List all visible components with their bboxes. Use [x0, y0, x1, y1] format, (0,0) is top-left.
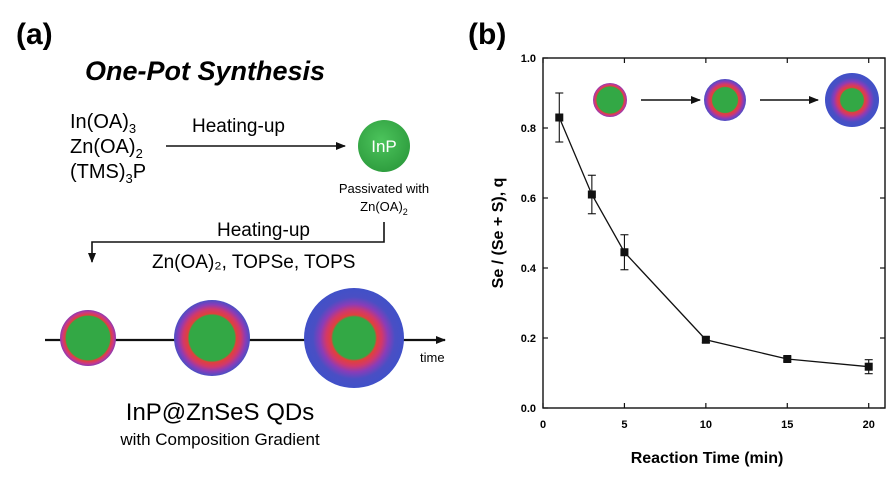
step2-label: Heating-up [217, 220, 310, 241]
step1-label: Heating-up [192, 116, 285, 137]
passivated-sub: 2 [403, 207, 408, 217]
x-ticks: 0 5 10 15 20 [540, 58, 875, 431]
reagent-2-sub: 2 [136, 146, 143, 161]
reagent-1: In(OA)3 [70, 111, 136, 136]
panel-b-label: (b) [468, 18, 506, 51]
x-tick-label: 10 [700, 419, 712, 431]
qd-medium [174, 300, 250, 376]
passivated-main: Zn(OA) [360, 199, 403, 214]
passivated-line1: Passivated with [339, 181, 429, 196]
y-tick-label: 0.0 [521, 403, 536, 415]
reagent-1-main: In(OA) [70, 111, 129, 133]
plot-frame [542, 57, 886, 409]
reagent-1-sub: 3 [129, 121, 136, 136]
inset-qd-3 [825, 73, 879, 127]
inset-qd-2 [704, 79, 746, 121]
data-series [555, 92, 873, 375]
panel-a-label: (a) [16, 18, 53, 51]
data-point [701, 335, 710, 344]
reagent-3-main: (TMS) [70, 161, 126, 183]
x-tick-label: 5 [621, 419, 627, 431]
data-point [864, 362, 873, 371]
x-tick-label: 15 [781, 419, 793, 431]
qd-subtitle: with Composition Gradient [119, 430, 320, 449]
step2-reagents: Zn(OA)₂, TOPSe, TOPS [152, 252, 355, 273]
qd-title: InP@ZnSeS QDs [126, 399, 314, 426]
x-tick-label: 0 [540, 419, 546, 431]
y-tick-label: 0.2 [521, 333, 536, 345]
y-ticks: 0.0 0.2 0.4 0.6 0.8 1.0 [521, 53, 885, 415]
y-tick-label: 0.6 [521, 193, 536, 205]
data-point [783, 355, 792, 363]
inp-core-label: InP [371, 137, 397, 156]
panel-a-title: One-Pot Synthesis [85, 56, 325, 86]
x-tick-label: 20 [863, 419, 875, 431]
qd-small [60, 310, 116, 366]
qd-large [304, 288, 404, 388]
reagent-3-tail: P [133, 161, 146, 183]
y-tick-label: 1.0 [521, 53, 536, 65]
series-line [558, 117, 869, 368]
time-label: time [420, 350, 445, 365]
inp-core [358, 120, 410, 172]
reagent-2-main: Zn(OA) [70, 136, 136, 158]
data-point [555, 113, 564, 122]
data-point [620, 248, 629, 257]
y-tick-label: 0.4 [521, 263, 537, 275]
reagent-3: (TMS)3P [70, 161, 146, 186]
reagent-3-sub: 3 [126, 171, 133, 186]
y-tick-label: 0.8 [521, 123, 536, 135]
x-axis-title: Reaction Time (min) [631, 450, 784, 467]
step2-bracket [88, 222, 385, 263]
reagent-2: Zn(OA)2 [70, 136, 143, 161]
y-axis-title: Se / (Se + S), q [490, 178, 507, 289]
passivated-line2: Zn(OA)2 [360, 199, 408, 217]
data-point [587, 190, 596, 199]
inset-qd-1 [593, 83, 627, 117]
